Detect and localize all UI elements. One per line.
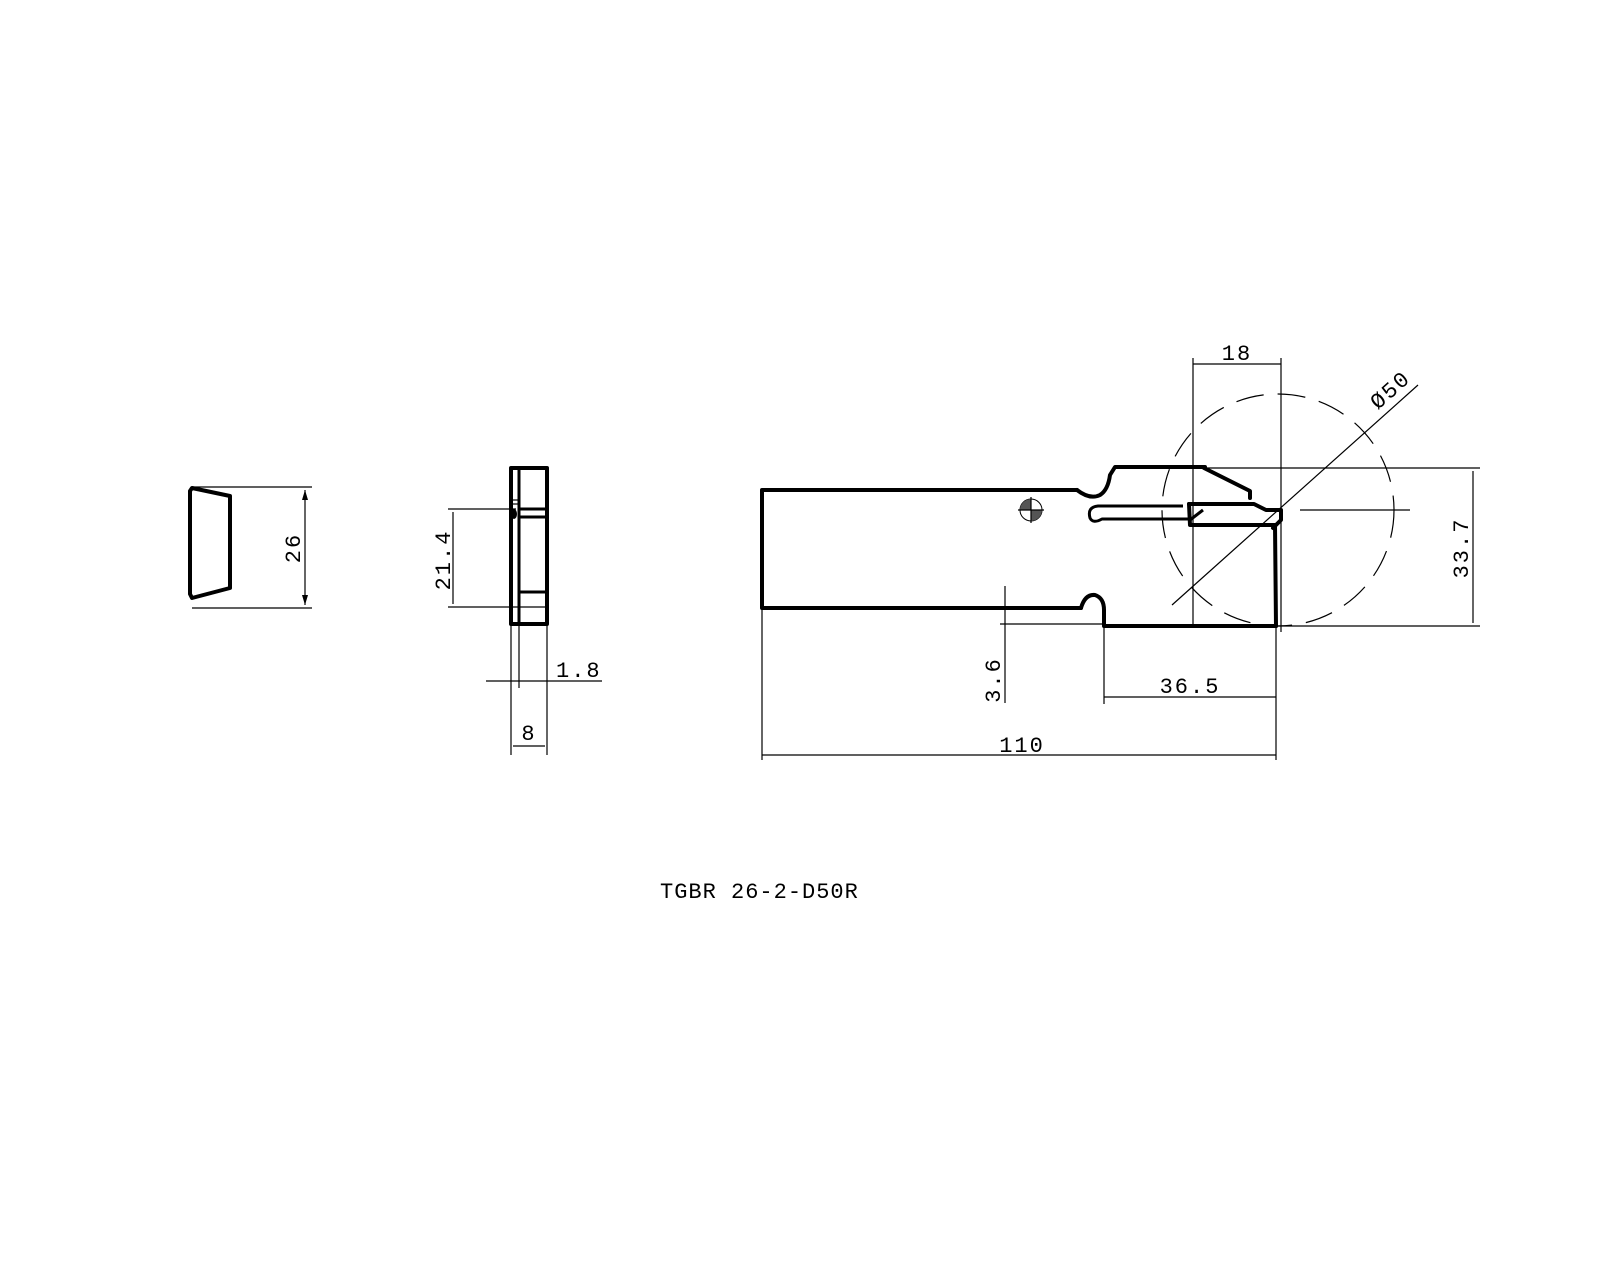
dim-insert-depth: 21.4 <box>432 530 457 591</box>
dim-head-height: 33.7 <box>1450 518 1475 579</box>
blade-view: Ø50 18 33.7 3.6 36.5 110 <box>760 342 1480 760</box>
dim-step: 3.6 <box>982 657 1007 703</box>
dim-insert-edge: 1.8 <box>556 659 602 684</box>
dim-total-length: 110 <box>999 734 1045 759</box>
insert-side-view: 21.4 1.8 8 <box>432 466 602 755</box>
insert-front-view: 26 <box>188 486 312 609</box>
drawing-title: TGBR 26-2-D50R <box>660 880 859 905</box>
center-of-mass-icon <box>1018 497 1044 523</box>
dim-head-length: 36.5 <box>1160 675 1221 700</box>
dim-insert-height: 26 <box>282 533 307 563</box>
dim-insert-width: 8 <box>521 722 536 747</box>
dim-cut-width: 18 <box>1222 342 1252 367</box>
